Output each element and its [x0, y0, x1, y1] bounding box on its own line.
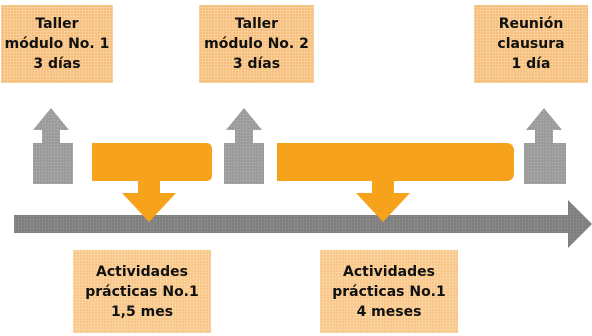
activity-bar-2 — [277, 143, 514, 193]
workshop-module-1-text: Taller módulo No. 1 3 días — [4, 16, 110, 72]
up-arrow-icon — [33, 108, 73, 184]
practical-activities-2-text: Actividades prácticas No.1 4 meses — [332, 263, 446, 320]
workshop-module-1-box: Taller módulo No. 1 3 días — [1, 5, 113, 83]
practical-activities-2-box: Actividades prácticas No.1 4 meses — [320, 250, 458, 333]
workshop-module-2-box: Taller módulo No. 2 3 días — [199, 5, 314, 83]
down-arrow-icon — [122, 193, 176, 222]
workshop-module-2-text: Taller módulo No. 2 3 días — [204, 16, 309, 72]
practical-activities-1-box: Actividades prácticas No.1 1,5 mes — [73, 250, 211, 333]
up-arrow-icon — [524, 108, 566, 184]
closing-meeting-box: Reunión clausura 1 día — [474, 5, 588, 83]
up-arrow-icon — [224, 108, 264, 184]
practical-activities-1-text: Actividades prácticas No.1 1,5 mes — [85, 263, 199, 320]
activity-bar-1 — [92, 143, 212, 193]
closing-meeting-text: Reunión clausura 1 día — [497, 16, 565, 72]
down-arrow-icon — [356, 193, 410, 222]
timeline-arrow — [14, 200, 592, 248]
